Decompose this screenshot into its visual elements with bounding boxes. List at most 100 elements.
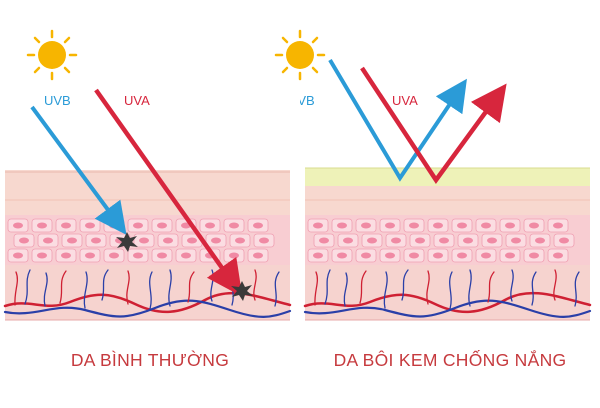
- cell-nucleus: [91, 237, 101, 244]
- cell-nucleus: [133, 222, 143, 229]
- panel-sunscreen-skin: UVB UVA DA BÔI KEM CHỐNG NẮNG: [300, 0, 600, 408]
- cell-nucleus: [13, 252, 23, 259]
- cell-nucleus: [505, 222, 515, 229]
- cell-nucleus: [19, 237, 29, 244]
- capillary-line: [343, 272, 348, 307]
- vein-line: [3, 299, 292, 318]
- cell-nucleus: [559, 237, 569, 244]
- panel-normal-skin: UVB UVA DA BÌNH THƯỜNG: [3, 29, 292, 370]
- cell-nucleus: [457, 222, 467, 229]
- cell-nucleus: [529, 222, 539, 229]
- sun-icon: [26, 29, 78, 81]
- cell-nucleus: [37, 222, 47, 229]
- cell-nucleus: [487, 237, 497, 244]
- cell-nucleus: [313, 252, 323, 259]
- damage-burst-icon: [116, 232, 138, 252]
- cell-nucleus: [529, 252, 539, 259]
- vein-line: [303, 299, 592, 318]
- capillary-line: [574, 271, 580, 307]
- cell-nucleus: [85, 252, 95, 259]
- artery-line: [303, 291, 592, 314]
- capillary-line: [187, 271, 195, 303]
- cell-nucleus: [253, 222, 263, 229]
- capillary-line: [253, 269, 257, 301]
- capillary-line: [324, 269, 331, 305]
- cell-nucleus: [409, 222, 419, 229]
- uvb-label: UVB: [44, 93, 71, 108]
- blood-vessels: [303, 269, 592, 318]
- capillary-line: [401, 269, 409, 301]
- epidermis-layer: [5, 170, 290, 215]
- cell-nucleus: [37, 252, 47, 259]
- cell-nucleus: [229, 222, 239, 229]
- cell-nucleus: [319, 237, 329, 244]
- cell-nucleus: [205, 222, 215, 229]
- cell-nucleus: [139, 237, 149, 244]
- blood-vessels: [3, 269, 292, 318]
- cell-nucleus: [463, 237, 473, 244]
- capillary-line: [531, 271, 537, 306]
- capillary-line: [59, 270, 67, 304]
- cell-nucleus: [43, 237, 53, 244]
- cell-nucleus: [67, 237, 77, 244]
- cell-nucleus: [391, 237, 401, 244]
- uvb-reflected-arrow: [328, 58, 467, 182]
- capillary-line: [14, 271, 19, 306]
- cell-nucleus: [109, 252, 119, 259]
- cell-nucleus: [415, 237, 425, 244]
- cell-nucleus: [61, 222, 71, 229]
- cell-nucleus: [481, 222, 491, 229]
- cell-nucleus: [133, 252, 143, 259]
- capillary-line: [274, 271, 280, 307]
- cell-nucleus: [13, 222, 23, 229]
- cell-nucleus: [163, 237, 173, 244]
- cell-nucleus: [235, 237, 245, 244]
- cell-nucleus: [157, 252, 167, 259]
- cell-nucleus: [505, 252, 515, 259]
- cell-nucleus: [361, 222, 371, 229]
- cell-nucleus: [457, 252, 467, 259]
- epidermis-layer: [305, 186, 590, 215]
- capillary-line: [426, 270, 430, 305]
- cell-nucleus: [337, 222, 347, 229]
- capillary-line: [126, 270, 130, 305]
- cell-nucleus: [409, 252, 419, 259]
- caption-normal-skin: DA BÌNH THƯỜNG: [70, 350, 230, 370]
- cell-layer: [305, 215, 590, 265]
- uva-reflected-arrow: [360, 66, 507, 184]
- cell-nucleus: [535, 237, 545, 244]
- capillary-line: [449, 271, 453, 310]
- sunscreen-layer: [305, 167, 590, 186]
- capillary-line: [83, 271, 88, 309]
- skin-diagram-normal: UVB UVA: [3, 29, 292, 321]
- uvb-label: UVB: [300, 93, 315, 108]
- cell-nucleus: [109, 222, 119, 229]
- cell-nucleus: [187, 237, 197, 244]
- capillary-line: [314, 271, 319, 306]
- cell-nucleus: [181, 252, 191, 259]
- cell-nucleus: [361, 252, 371, 259]
- capillary-line: [487, 271, 495, 303]
- capillary-line: [510, 269, 514, 302]
- cell-nucleus: [253, 252, 263, 259]
- cell-nucleus: [337, 252, 347, 259]
- cell-nucleus: [229, 252, 239, 259]
- cell-nucleus: [439, 237, 449, 244]
- cell-nucleus: [367, 237, 377, 244]
- capillary-line: [101, 269, 109, 301]
- cell-nucleus: [259, 237, 269, 244]
- capillary-line: [149, 271, 153, 310]
- capillary-line: [24, 269, 31, 305]
- capillary-line: [468, 269, 472, 307]
- cell-nucleus: [553, 222, 563, 229]
- cell-nucleus: [433, 252, 443, 259]
- capillary-line: [383, 271, 388, 309]
- damage-burst-icon: [231, 281, 253, 301]
- uva-arrow: [94, 88, 243, 297]
- cell-nucleus: [343, 237, 353, 244]
- skin-diagram-sunscreen: UVB UVA: [300, 58, 592, 321]
- caption-sunscreen-skin: DA BÔI KEM CHỐNG NẮNG: [333, 350, 567, 370]
- cell-nucleus: [433, 222, 443, 229]
- cell-nucleus: [553, 252, 563, 259]
- cell-nucleus: [61, 252, 71, 259]
